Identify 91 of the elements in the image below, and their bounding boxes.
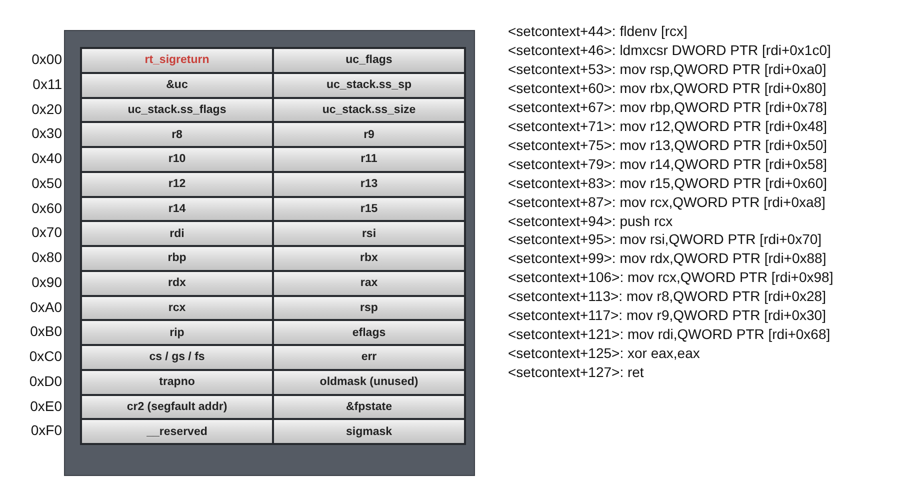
- struct-field-cell: [272, 245, 466, 272]
- field-name: r11: [360, 153, 378, 166]
- struct-field-cell: [80, 47, 274, 74]
- field-name: err: [361, 351, 377, 364]
- assembly-line: <setcontext+46>: ldmxcsr DWORD PTR [rdi+0x1c0]: [508, 42, 831, 58]
- field-name: rsi: [362, 228, 376, 240]
- field-name: r8: [172, 128, 182, 141]
- struct-field-cell: [272, 146, 466, 173]
- struct-field-cell: [272, 47, 466, 74]
- struct-field-cell: [80, 418, 274, 445]
- field-name: rbp: [168, 252, 186, 264]
- offset-label: 0x90: [32, 274, 62, 290]
- field-name: r9: [364, 128, 374, 141]
- struct-field-cell: [80, 344, 274, 371]
- struct-field-cell: [80, 270, 274, 296]
- assembly-line: <setcontext+67>: mov rbp,QWORD PTR [rdi+0x78]: [508, 98, 828, 115]
- offset-label: 0xF0: [30, 422, 62, 438]
- field-name: cs / gs / fs: [149, 351, 205, 364]
- struct-field-cell: [80, 72, 274, 98]
- struct-field-cell: [272, 170, 466, 198]
- offset-label: 0x00: [32, 51, 62, 67]
- assembly-line: <setcontext+106>: mov rcx,QWORD PTR [rdi+0x98]: [508, 269, 834, 286]
- assembly-line: <setcontext+79>: mov r14,QWORD PTR [rdi+0x58]: [508, 156, 828, 172]
- field-name: uc_flags: [346, 54, 392, 66]
- offset-label: 0x70: [32, 224, 62, 240]
- struct-field-cell: [272, 72, 466, 98]
- assembly-line: <setcontext+127>: ret: [508, 364, 644, 380]
- offset-label: 0x30: [32, 125, 62, 142]
- field-name: rdx: [168, 277, 186, 290]
- field-name: sigmask: [346, 426, 392, 438]
- field-name: r14: [168, 202, 186, 215]
- field-name: uc_stack.ss_flags: [128, 104, 226, 116]
- field-name: r15: [360, 202, 378, 215]
- offset-label: 0x40: [32, 150, 62, 166]
- offset-label: 0x11: [32, 76, 62, 92]
- struct-field-cell: [80, 368, 274, 396]
- assembly-line: <setcontext+44>: fldenv [rcx]: [508, 23, 688, 39]
- struct-field-cell: [272, 418, 466, 445]
- offset-label: 0xE0: [30, 398, 62, 414]
- field-name: oldmask (unused): [320, 376, 418, 388]
- offset-label: 0x60: [32, 200, 62, 216]
- field-name: &uc: [166, 79, 188, 92]
- struct-field-cell: [80, 220, 274, 247]
- offset-label: 0x50: [32, 174, 62, 191]
- struct-field-cell: [80, 170, 274, 198]
- offset-label: 0xB0: [30, 323, 62, 340]
- struct-field-cell: [272, 270, 466, 296]
- struct-field-cell: [272, 319, 466, 346]
- field-name: __reserved: [146, 426, 208, 438]
- field-name: rcx: [168, 302, 186, 314]
- field-name: &fpstate: [346, 400, 392, 413]
- offset-label: 0x20: [32, 100, 62, 116]
- struct-field-cell: [272, 220, 466, 247]
- field-name: r12: [168, 178, 186, 190]
- assembly-line: <setcontext+60>: mov rbx,QWORD PTR [rdi+0x80]: [508, 80, 826, 96]
- struct-field-cell: [80, 319, 274, 346]
- struct-field-cell: [272, 121, 466, 148]
- field-name: r10: [168, 153, 186, 166]
- offset-label: 0xA0: [30, 298, 62, 314]
- field-name: trapno: [159, 376, 195, 388]
- assembly-line: <setcontext+53>: mov rsp,QWORD PTR [rdi+0xa0]: [508, 60, 826, 77]
- assembly-line: <setcontext+71>: mov r12,QWORD PTR [rdi+0x48]: [508, 118, 828, 134]
- field-name: rip: [170, 326, 184, 339]
- assembly-line: <setcontext+121>: mov rdi,QWORD PTR [rdi+0x68]: [508, 326, 830, 342]
- assembly-line: <setcontext+75>: mov r13,QWORD PTR [rdi+0x50]: [508, 136, 828, 153]
- offset-label: 0xC0: [29, 348, 62, 364]
- field-name: eflags: [352, 326, 386, 339]
- field-name: rsp: [360, 302, 378, 314]
- struct-field-cell: [272, 368, 466, 396]
- assembly-line: <setcontext+95>: mov rsi,QWORD PTR [rdi+0x70]: [508, 231, 822, 248]
- struct-field-cell: [80, 146, 274, 173]
- offset-label: 0x80: [32, 249, 62, 265]
- struct-field-cell: [80, 245, 274, 272]
- struct-field-cell: [80, 121, 274, 148]
- assembly-line: <setcontext+99>: mov rdx,QWORD PTR [rdi+0x88]: [508, 250, 826, 266]
- offset-label: 0xD0: [29, 372, 62, 389]
- assembly-line: <setcontext+83>: mov r15,QWORD PTR [rdi+0x60]: [508, 174, 828, 191]
- field-name: rbx: [360, 252, 378, 264]
- assembly-line: <setcontext+113>: mov r8,QWORD PTR [rdi+0x28]: [508, 288, 826, 304]
- assembly-line: <setcontext+125>: xor eax,eax: [508, 345, 700, 362]
- field-name: uc_stack.ss_size: [322, 104, 416, 116]
- field-name: r13: [360, 178, 378, 190]
- field-name: rax: [360, 277, 378, 290]
- field-name: cr2 (segfault addr): [126, 400, 228, 413]
- assembly-line: <setcontext+117>: mov r9,QWORD PTR [rdi+0x30]: [508, 307, 826, 324]
- assembly-line: <setcontext+94>: push rcx: [508, 212, 673, 228]
- field-name: rt_sigreturn: [144, 54, 210, 66]
- field-name: uc_stack.ss_sp: [326, 79, 412, 92]
- assembly-line: <setcontext+87>: mov rcx,QWORD PTR [rdi+0xa8]: [508, 194, 826, 210]
- struct-field-cell: [272, 344, 466, 371]
- field-name: rdi: [170, 228, 184, 240]
